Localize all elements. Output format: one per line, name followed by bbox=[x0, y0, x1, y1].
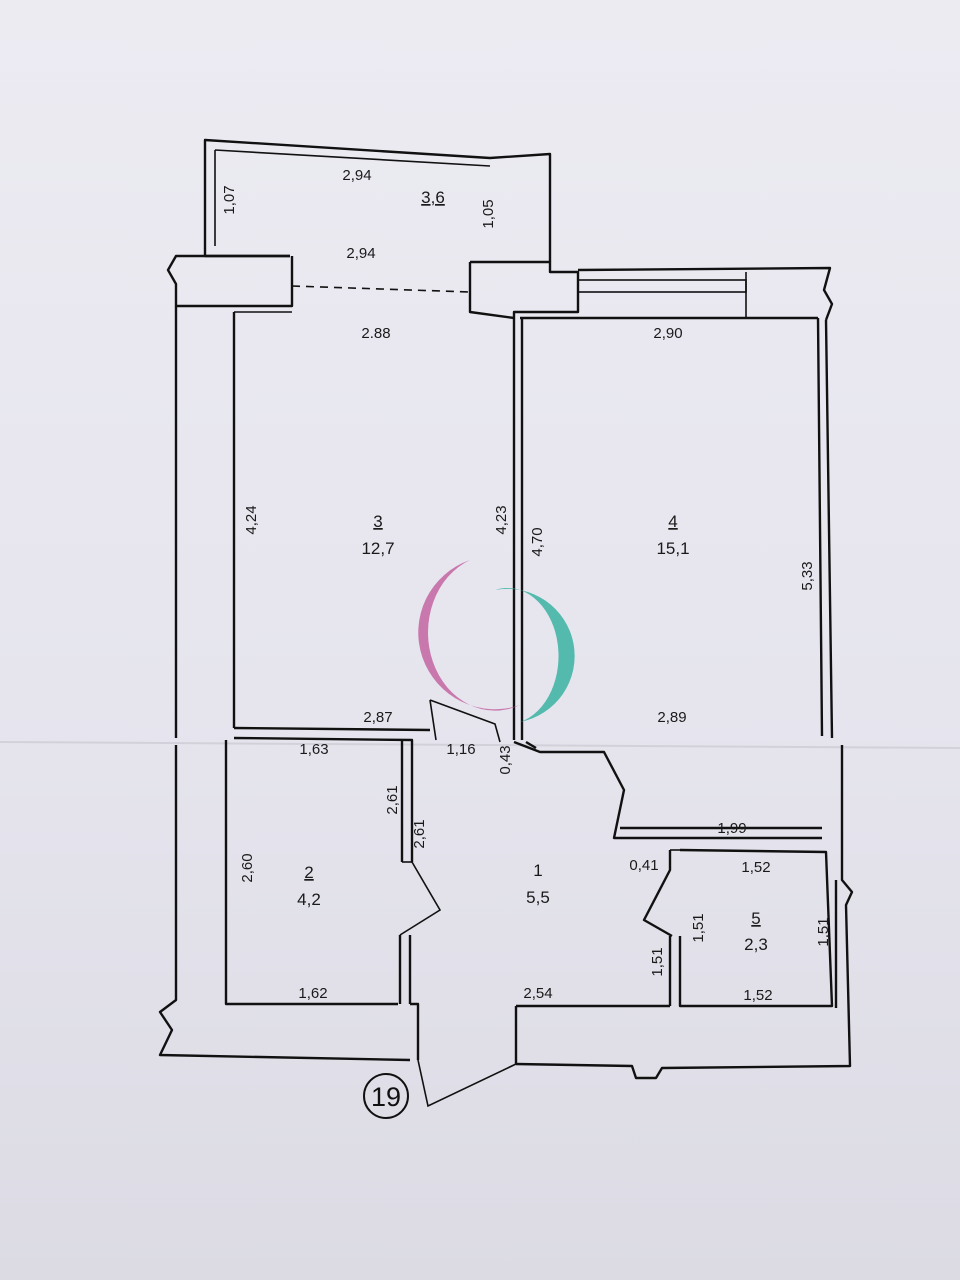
dim-room2-bottom: 1,62 bbox=[298, 985, 327, 1002]
fold-line bbox=[0, 741, 960, 749]
dim-room3-right: 4,23 bbox=[493, 505, 510, 534]
dim-room4-bottom: 2,89 bbox=[657, 709, 686, 726]
dim-room5-bottom: 1,52 bbox=[743, 987, 772, 1004]
balcony-area: 3,6 bbox=[421, 188, 445, 207]
dim-room4-top: 2,90 bbox=[653, 325, 682, 342]
room-labels: 3,6 3 12,7 4 15,1 2 4,2 1 5,5 5 2,3 bbox=[297, 188, 768, 954]
dim-corridor-jamb: 0,41 bbox=[629, 857, 658, 874]
dim-room2-right-a: 2,61 bbox=[384, 785, 401, 814]
dim-room5-top: 1,52 bbox=[741, 859, 770, 876]
room-4-area: 15,1 bbox=[656, 539, 689, 558]
dim-hall-jamb: 0,43 bbox=[497, 745, 514, 774]
room-3-number: 3 bbox=[373, 512, 382, 531]
dim-room5-left: 1,51 bbox=[690, 913, 707, 942]
dim-hall-bottom: 2,54 bbox=[523, 985, 552, 1002]
dim-balcony-right: 1,05 bbox=[480, 199, 497, 228]
dim-room5-right: 1,51 bbox=[815, 917, 832, 946]
apartment-number: 19 bbox=[371, 1082, 401, 1112]
dim-room3-bottom: 2,87 bbox=[363, 709, 392, 726]
dimension-labels: 2,94 2,94 1,07 1,05 2.88 4,24 4,23 2,87 … bbox=[221, 167, 832, 1004]
room-1-area: 5,5 bbox=[526, 888, 550, 907]
dim-balcony-bottom: 2,94 bbox=[346, 245, 375, 262]
room-5-number: 5 bbox=[751, 909, 760, 928]
dim-balcony-left: 1,07 bbox=[221, 185, 238, 214]
room-1-number: 1 bbox=[533, 861, 542, 880]
apartment-number-circle bbox=[363, 1073, 409, 1119]
exterior-walls bbox=[158, 138, 854, 1108]
dim-room2-right-b: 2,61 bbox=[411, 819, 428, 848]
dim-room4-left: 4,70 bbox=[529, 527, 546, 556]
dim-hall-right: 1,51 bbox=[649, 947, 666, 976]
dim-room3-left: 4,24 bbox=[243, 505, 260, 534]
room-4-number: 4 bbox=[668, 512, 677, 531]
dim-corridor-top: 1,99 bbox=[717, 820, 746, 837]
logo-watermark bbox=[418, 560, 575, 722]
dim-room2-top: 1,63 bbox=[299, 741, 328, 758]
dim-room3-top: 2.88 bbox=[361, 325, 390, 342]
room-5-area: 2,3 bbox=[744, 935, 768, 954]
room-3-area: 12,7 bbox=[361, 539, 394, 558]
dim-room4-right: 5,33 bbox=[799, 561, 816, 590]
dim-hall-door: 1,16 bbox=[446, 741, 475, 758]
room-2-area: 4,2 bbox=[297, 890, 321, 909]
dim-balcony-top: 2,94 bbox=[342, 167, 371, 184]
dim-room2-left: 2,60 bbox=[239, 853, 256, 882]
room-2-number: 2 bbox=[304, 863, 313, 882]
